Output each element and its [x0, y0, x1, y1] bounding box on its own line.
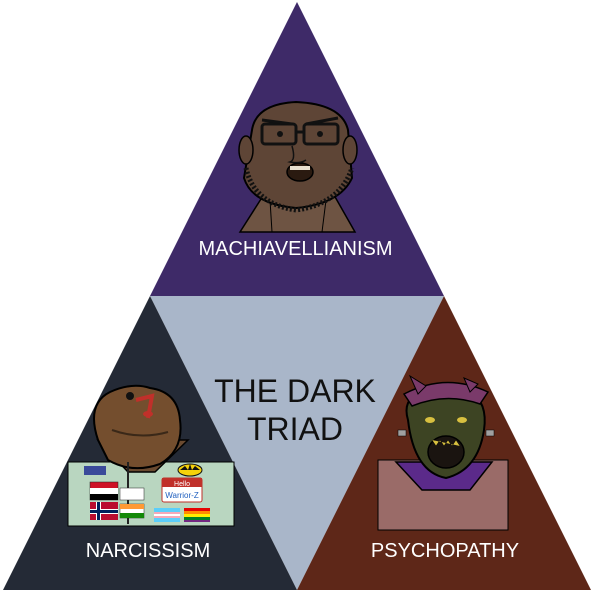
- title-line-1: THE DARK: [214, 373, 376, 409]
- name-tag-label: Warrior-Z: [165, 491, 199, 500]
- monster-with-hat-icon: [377, 374, 509, 531]
- center-triangle: [150, 296, 444, 590]
- dark-triad-title: THE DARK TRIAD: [190, 372, 400, 448]
- machiavellianism-label: MACHIAVELLIANISM: [198, 238, 393, 260]
- bearded-man-with-glasses-icon: [238, 100, 358, 233]
- hello-badge-label: Hello: [174, 481, 190, 488]
- title-line-2: TRIAD: [247, 411, 343, 447]
- uniformed-man-with-flags-icon: Hello Warrior-Z: [67, 384, 235, 527]
- psychopathy-label: PSYCHOPATHY: [370, 540, 520, 562]
- narcissism-label: NARCISSISM: [85, 540, 211, 562]
